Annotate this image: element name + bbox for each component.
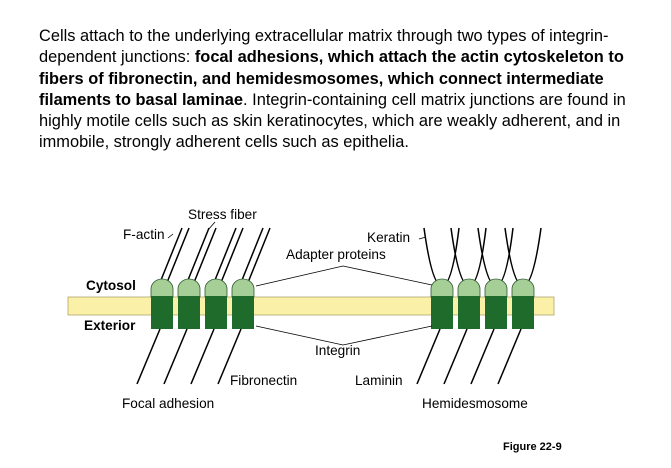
membrane-band [67, 296, 555, 316]
laminin-label: Laminin [355, 373, 403, 388]
figure-number: Figure 22-9 [503, 441, 562, 453]
actin-fibers [158, 227, 271, 286]
hemidesmosome-label: Hemidesmosome [422, 396, 528, 411]
focal-adhesion-label: Focal adhesion [122, 396, 215, 411]
cytosol-label: Cytosol [86, 278, 136, 293]
exterior-label: Exterior [84, 318, 136, 333]
keratin-label: Keratin [367, 230, 411, 245]
hemidesmosome-integrins [430, 278, 535, 329]
fibronectin-label: Fibronectin [230, 373, 298, 388]
laminin-fibers [416, 328, 522, 385]
keratin-filaments [423, 227, 542, 287]
paragraph-text-1: Cells attach to the underlying extracell… [39, 27, 609, 67]
paragraph-text-2: . Integrin-containing cell matrix juncti… [39, 90, 626, 152]
stress-fiber-label: Stress fiber [188, 207, 257, 222]
paragraph-bold-text: focal adhesions, which attach the actin … [39, 48, 624, 109]
integrin-label: Integrin [315, 343, 361, 358]
description-paragraph: Cells attach to the underlying extracell… [39, 26, 629, 154]
leader-lines [167, 221, 433, 346]
fibronectin-fibers [136, 328, 242, 385]
focal-adhesion-integrins [150, 278, 255, 329]
f-actin-label: F-actin [123, 227, 165, 242]
adapter-proteins-label: Adapter proteins [286, 247, 386, 262]
